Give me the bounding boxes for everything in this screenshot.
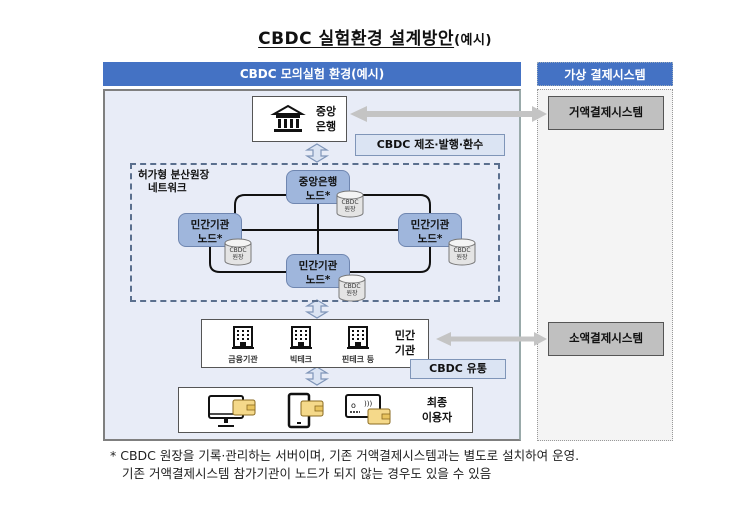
circulation-tag: CBDC 유통 [410, 359, 506, 379]
database-icon [224, 238, 252, 266]
network-label: 허가형 분산원장 네트워크 [138, 169, 210, 194]
link-center-left [234, 194, 288, 230]
building-icon [347, 326, 369, 349]
virtual-payment-panel [537, 89, 673, 441]
title-main: CBDC 실험환경 설계방안 [258, 29, 455, 49]
link-left-bottom [209, 245, 288, 273]
issuance-tag: CBDC 제조·발행·환수 [355, 134, 505, 156]
link-bottom-right [348, 245, 431, 273]
building-icon [290, 326, 312, 349]
main-panel-header: CBDC 모의실험 환경(예시) [103, 62, 521, 86]
database-icon [448, 238, 476, 266]
ledger-cylinder-1: CBDC 원장 [336, 190, 364, 218]
wholesale-payment-system: 거액결제시스템 [548, 96, 664, 130]
building-icon [232, 326, 254, 349]
desktop-wallet-icon [208, 395, 256, 427]
mobile-wallet-icon [287, 392, 324, 429]
central-bank-box: 중앙 은행 [252, 96, 347, 142]
diagram-title: CBDC 실험환경 설계방안(예시) [0, 24, 750, 49]
institution-bigtech: 빅테크 [282, 326, 320, 365]
ledger-cylinder-4: CBDC 원장 [338, 274, 366, 302]
ledger-cylinder-2: CBDC 원장 [224, 238, 252, 266]
side-panel-header: 가상 결제시스템 [537, 62, 673, 86]
database-icon [336, 190, 364, 218]
link-center-right [348, 194, 431, 215]
card-wallet-icon: o ))) [345, 394, 391, 425]
retail-link-arrow [436, 332, 547, 346]
wholesale-link-arrow [350, 106, 547, 122]
footnote-line-2: 기존 거액결제시스템 참가기관이 노드가 되지 않는 경우도 있을 수 있음 [122, 466, 492, 481]
bank-icon [270, 104, 306, 132]
ledger-cylinder-3: CBDC 원장 [448, 238, 476, 266]
double-arrow-1-icon [304, 143, 330, 163]
svg-text:))): ))) [364, 400, 372, 408]
institution-financial: 금융기관 [224, 326, 262, 365]
end-users-box: o ))) 최종 이용자 [178, 387, 473, 433]
dlt-network-box [130, 163, 500, 302]
end-users-label: 최종 이용자 [421, 396, 453, 424]
private-node-right: 민간기관 노드* [398, 213, 462, 247]
retail-payment-system: 소액결제시스템 [548, 322, 664, 356]
institution-fintech: 핀테크 등 [336, 326, 380, 365]
title-suffix: (예시) [454, 33, 492, 48]
double-arrow-2-icon [304, 299, 330, 319]
private-institutions-box: 금융기관 빅테크 핀테크 등 민간 기관 [201, 319, 429, 368]
footnote-line-1: * CBDC 원장을 기록·관리하는 서버이며, 기존 거액결제시스템과는 별도… [110, 448, 580, 463]
svg-text:o: o [351, 401, 356, 410]
central-bank-label: 중앙 은행 [315, 105, 337, 133]
footnote: * CBDC 원장을 기록·관리하는 서버이며, 기존 거액결제시스템과는 별도… [110, 447, 710, 483]
private-institutions-label: 민간 기관 [394, 329, 416, 357]
double-arrow-3-icon [304, 366, 330, 386]
database-icon [338, 274, 366, 302]
